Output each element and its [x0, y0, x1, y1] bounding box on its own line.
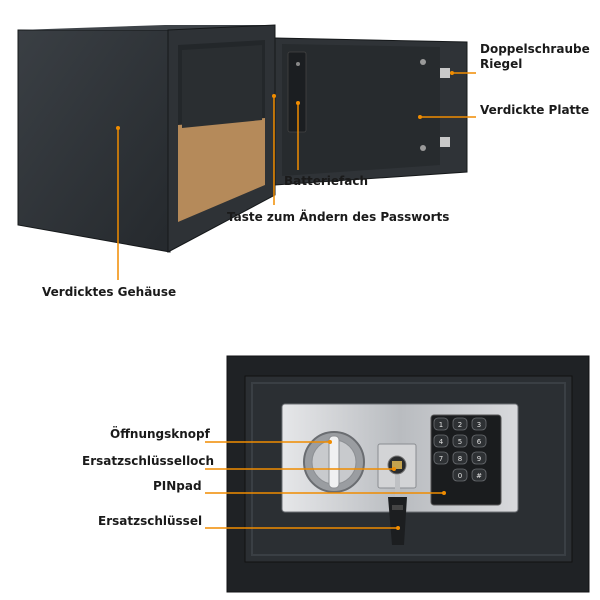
callout-dot [328, 440, 332, 444]
callout-dot [296, 101, 300, 105]
label-verdickte-platte: Verdickte Platte [480, 103, 590, 117]
door-screw [420, 59, 426, 65]
callout-dot [418, 115, 422, 119]
keypad-key-label: # [476, 472, 482, 480]
keypad-key-label: 1 [439, 421, 443, 429]
keypad-key-label: 0 [458, 472, 462, 480]
label-riegel: Riegel [480, 57, 523, 71]
safe-left-side [17, 29, 171, 253]
callout-dot [442, 491, 446, 495]
keypad-key: 5 [452, 434, 468, 448]
opening-knob [303, 431, 365, 493]
keypad-key-label: 5 [458, 438, 462, 446]
bottom-callout-dots [328, 440, 446, 530]
safe-interior-floor [178, 118, 265, 222]
keypad-key-label: 2 [458, 421, 462, 429]
label-taste: Taste zum Ändern des Passworts [227, 210, 450, 224]
top-callouts [117, 72, 476, 280]
keypad: 1 2 3 4 5 6 7 8 9 0 # [433, 417, 487, 482]
safe-interior-back [182, 45, 262, 128]
keypad-key-label: 6 [477, 438, 482, 446]
callout-dot [396, 526, 400, 530]
bottom-callouts [205, 441, 444, 529]
door-bolt-upper [440, 68, 450, 78]
door-bolt-lower [440, 137, 450, 147]
open-safe [17, 24, 468, 253]
keypad-key: 2 [452, 417, 468, 431]
door-screw [296, 62, 300, 66]
keypad-key: # [471, 468, 487, 482]
keypad-key: 8 [452, 451, 468, 465]
callout-dot [116, 126, 120, 130]
label-pinpad: PINpad [153, 479, 202, 493]
label-batteriefach: Batteriefach [284, 174, 368, 188]
keypad-key-label: 4 [439, 438, 444, 446]
keypad-key: 6 [471, 434, 487, 448]
battery-compartment [287, 51, 307, 133]
label-ersatzschluesselloch: Ersatzschlüsselloch [82, 454, 215, 468]
callout-dot [272, 94, 276, 98]
keypad-key: 7 [433, 451, 449, 465]
label-ersatzschluessel: Ersatzschlüssel [98, 514, 203, 528]
keypad-key-label: 8 [458, 455, 462, 463]
keypad-key-label: 3 [477, 421, 481, 429]
safe-top-edge [18, 25, 275, 30]
spare-key [388, 475, 407, 545]
keypad-key: 3 [471, 417, 487, 431]
keypad-key: 9 [471, 451, 487, 465]
safe-door-inner [282, 44, 440, 176]
callout-dot [450, 71, 454, 75]
keypad-key: 1 [433, 417, 449, 431]
door-screw [420, 145, 426, 151]
keypad-key-label: 7 [439, 455, 443, 463]
keypad-key: 0 [452, 468, 468, 482]
label-oeffnungsknopf: Öffnungsknopf [110, 427, 210, 441]
callout-dot [392, 467, 396, 471]
keypad-key: 4 [433, 434, 449, 448]
label-doppelschraube: Doppelschraube [480, 42, 590, 56]
label-gehaeuse: Verdicktes Gehäuse [42, 285, 177, 299]
keypad-key-label: 9 [477, 455, 481, 463]
front-safe [226, 355, 590, 593]
top-callout-dots [116, 71, 454, 130]
